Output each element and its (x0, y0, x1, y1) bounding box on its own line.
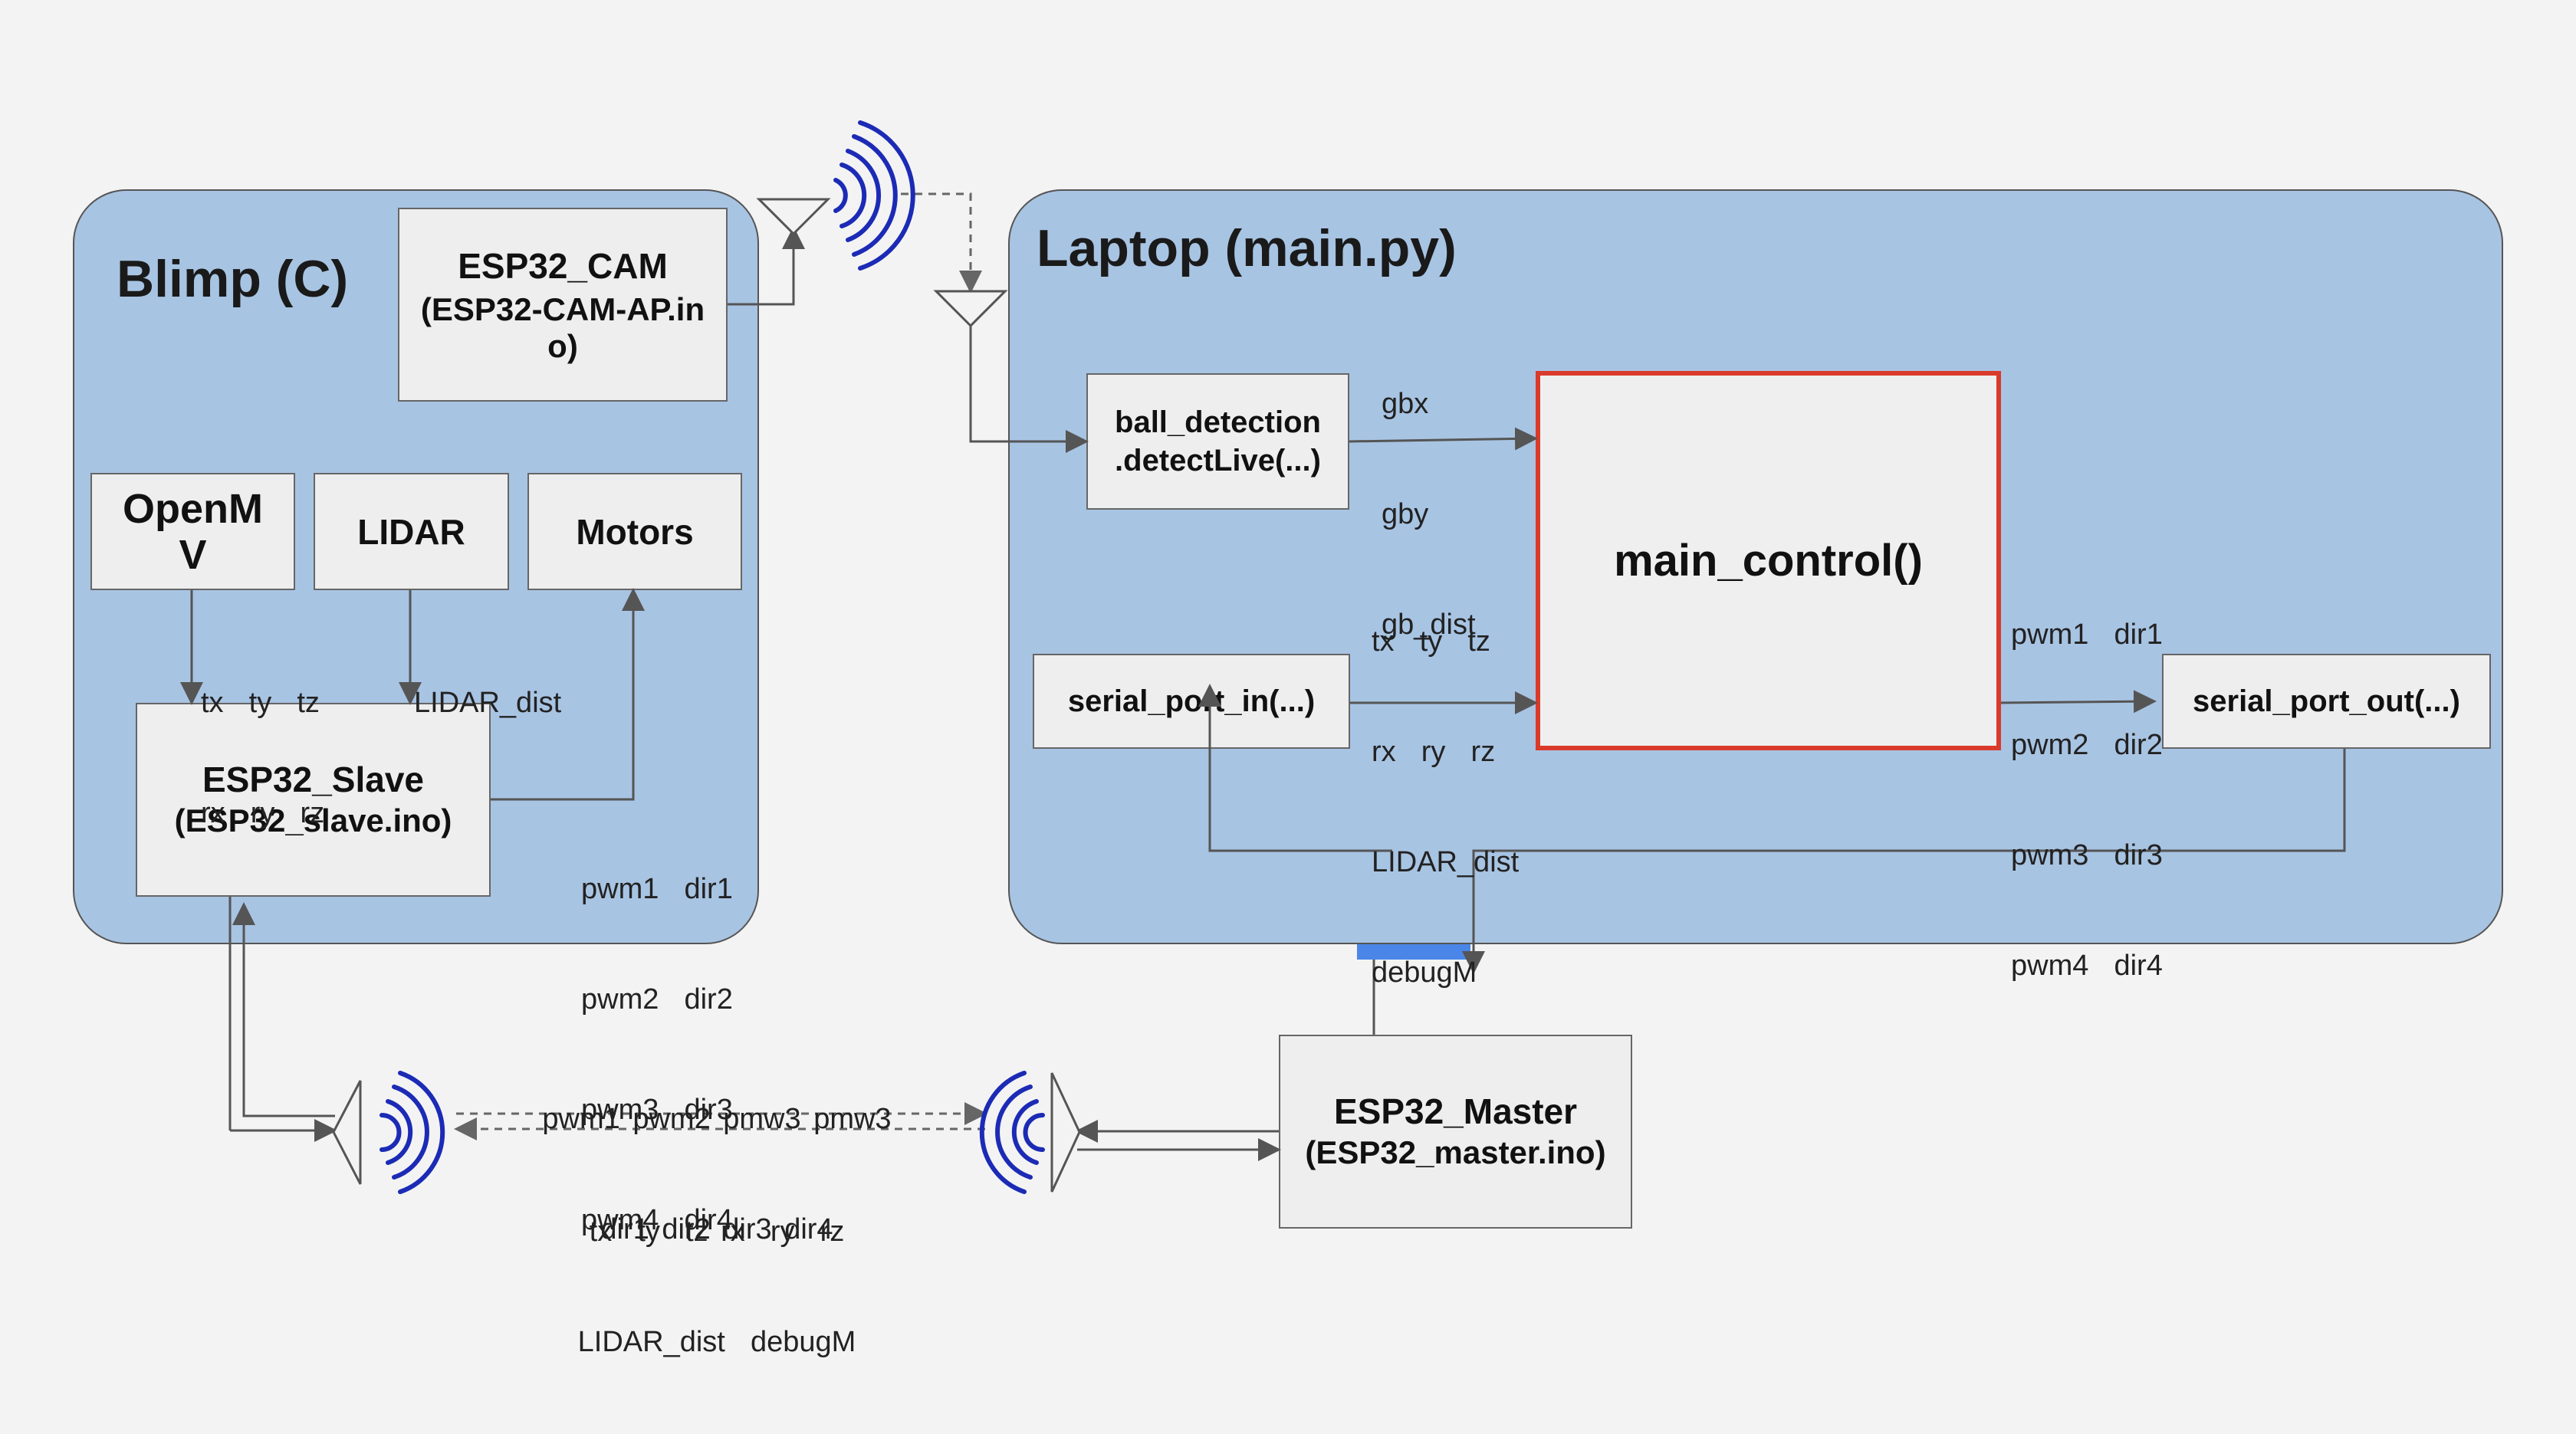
control-output-line4: pwm4 dir4 (2011, 950, 2163, 982)
openmv-output-label: tx ty tz rx ry rz (201, 611, 324, 905)
esp32-cam-label: ESP32_CAM (458, 245, 668, 286)
slave-to-motors-arrow (491, 588, 645, 801)
ball-output-line2: gby (1382, 498, 1429, 530)
esp32-master-file: (ESP32_master.ino) (1305, 1134, 1606, 1170)
slave-motor-label: pwm1 dir1 pwm2 dir2 pwm3 dir3 pwm4 dir4 (581, 797, 733, 1312)
antenna-icon (1050, 1072, 1081, 1193)
radio-waves-icon (833, 120, 915, 271)
radio-waves-icon (979, 1071, 1045, 1194)
antenna-icon (332, 1080, 362, 1185)
laptop-title: Laptop (main.py) (1037, 219, 1457, 277)
slave-motor-line1: pwm1 dir1 (581, 873, 733, 905)
serial-port-out-box: serial_port_out(...) (2162, 654, 2491, 749)
serial-port-in-label: serial_port_in(...) (1067, 684, 1316, 718)
serial-in-output-line4: debugM (1372, 957, 1477, 989)
ball-output-line1: gbx (1382, 388, 1429, 420)
antenna-icon (756, 198, 831, 236)
main-control-box: main_control() (1536, 371, 2001, 750)
ball-output-line3: gb_dist (1382, 609, 1476, 641)
control-to-serial-out-arrow (2000, 690, 2157, 714)
lidar-box: LIDAR (314, 473, 509, 590)
ball-detection-box: ball_detection .detectLive(...) (1086, 373, 1349, 510)
usb-to-serial-in-wire (1198, 684, 1392, 852)
slave-motor-line4: pwm4 dir4 (581, 1204, 733, 1236)
cam-to-antenna-wire (728, 226, 805, 306)
serial-in-output-line3: LIDAR_dist (1372, 846, 1520, 878)
radio-uplink-line2: LIDAR_dist debugM (577, 1326, 856, 1358)
serial-in-output-line1: tx ty tz (1372, 625, 1490, 658)
control-output-label: pwm1 dir1 pwm2 dir2 pwm3 dir3 pwm4 dir4 (2011, 543, 2163, 1058)
serial-out-to-usb-wire (1462, 749, 2346, 974)
serial-in-output-label: tx ty tz rx ry rz LIDAR_dist debugM (1372, 550, 1519, 1065)
ball-output-label: gbx gby gb_dist (1382, 312, 1476, 717)
radio-uplink-line1: tx ty tz rx ry rz (589, 1216, 845, 1248)
radio-to-slave-arrow (232, 902, 335, 1117)
radio-downlink-line2: dir1 dir2 dir3 dir4 (600, 1213, 833, 1245)
main-control-label: main_control() (1614, 536, 1923, 586)
control-output-line1: pwm1 dir1 (2011, 619, 2163, 651)
lidar-label: LIDAR (357, 511, 465, 552)
serial-port-out-label: serial_port_out(...) (2193, 684, 2460, 718)
motors-box: Motors (527, 473, 742, 590)
motors-label: Motors (576, 511, 694, 552)
cam-radio-link (901, 192, 982, 294)
slave-motor-line2: pwm2 dir2 (581, 983, 733, 1016)
system-diagram: Blimp (C) Laptop (main.py) ESP32_CAM (ES… (73, 120, 2503, 1358)
connection-wires (180, 120, 2346, 1194)
antenna-to-ball-detection-arrow (969, 322, 1089, 453)
esp32-cam-file-line2: o) (547, 327, 578, 364)
esp32-cam-file-line1: (ESP32-CAM-AP.in (420, 290, 705, 327)
openmv-label-line2: V (179, 531, 207, 578)
usb-connector (1357, 944, 1470, 960)
antenna-icon (933, 290, 1008, 328)
esp32-slave-file: (ESP32_slave.ino) (174, 802, 452, 838)
control-output-line2: pwm2 dir2 (2011, 729, 2163, 761)
lidar-output-line1: LIDAR_dist (414, 687, 562, 719)
lidar-output-label: LIDAR_dist (414, 611, 561, 795)
ball-to-control-arrow (1349, 427, 1538, 451)
esp32-slave-label: ESP32_Slave (202, 759, 424, 799)
esp32-cam-box: ESP32_CAM (ESP32-CAM-AP.in o) (398, 208, 728, 402)
openmv-output-line1: tx ty tz (201, 687, 320, 719)
esp32-master-box: ESP32_Master (ESP32_master.ino) (1279, 1035, 1632, 1229)
radio-waves-icon (380, 1071, 445, 1194)
esp32-master-label: ESP32_Master (1333, 1091, 1578, 1131)
blimp-title: Blimp (C) (117, 250, 349, 308)
radio-uplink-label: tx ty tz rx ry rz LIDAR_dist debugM (521, 1140, 912, 1434)
openmv-output-line2: rx ry rz (201, 797, 325, 829)
openmv-label-line1: OpenM (123, 485, 263, 532)
radio-downlink-line1: pwm1 pwm2 pmw3 pmw3 (542, 1103, 892, 1135)
serial-in-output-line2: rx ry rz (1372, 736, 1496, 768)
slave-motor-line3: pwm3 dir3 (581, 1094, 733, 1126)
esp32-slave-box: ESP32_Slave (ESP32_slave.ino) (136, 703, 491, 897)
openmv-box: OpenM V (90, 473, 295, 590)
ball-detection-label-line1: ball_detection (1115, 405, 1321, 439)
control-output-line3: pwm3 dir3 (2011, 839, 2163, 871)
ball-detection-label-line2: .detectLive(...) (1115, 444, 1321, 477)
radio-downlink-label: pwm1 pwm2 pmw3 pmw3 dir1 dir2 dir3 dir4 (521, 1027, 912, 1321)
serial-port-in-box: serial_port_in(...) (1033, 654, 1350, 749)
